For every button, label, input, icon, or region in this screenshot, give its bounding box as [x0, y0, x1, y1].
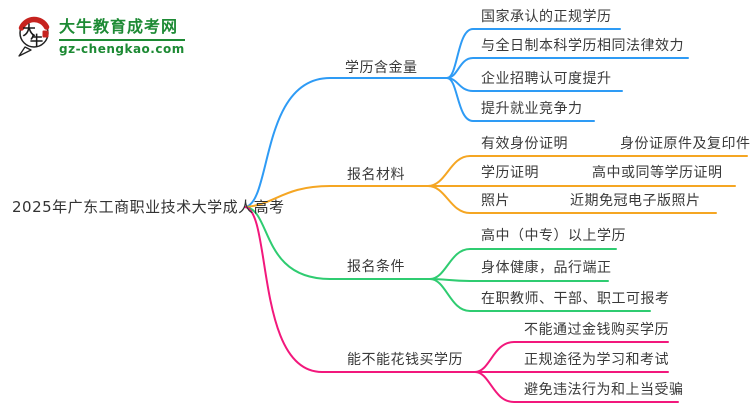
branch-4-child-2: 正规途径为学习和考试 — [524, 352, 669, 368]
branch-1-child-line-2 — [446, 57, 689, 79]
branch-2-child-line-3 — [427, 185, 717, 214]
branch-4-label: 能不能花钱买学历 — [347, 352, 463, 368]
branch-3-child-1: 高中（中专）以上学历 — [481, 228, 626, 244]
branch-3-child-3: 在职教师、干部、职工可报考 — [481, 291, 670, 307]
branch-1-label: 学历含金量 — [345, 60, 418, 76]
site-logo[interactable]: 大 牛 大牛教育成考网 gz-chengkao.com — [16, 10, 185, 58]
branch-1-child-3: 企业招聘认可度提升 — [481, 71, 612, 87]
branch-1-child-line-4 — [446, 77, 595, 122]
branch-2-child-3-detail: 近期免冠电子版照片 — [570, 193, 701, 209]
branch-1-main-line — [244, 77, 448, 208]
site-name: 大牛教育成考网 — [59, 13, 185, 41]
svg-text:牛: 牛 — [30, 33, 43, 49]
branch-3-child-2: 身体健康，品行端正 — [481, 260, 612, 276]
branch-2-child-2-detail: 高中或同等学历证明 — [592, 165, 723, 181]
logo-text: 大牛教育成考网 gz-chengkao.com — [59, 13, 185, 56]
branch-3-label: 报名条件 — [347, 259, 405, 275]
branch-2-child-1: 有效身份证明 — [481, 136, 568, 152]
branch-4-child-line-1 — [474, 341, 669, 373]
branch-4-main-line — [244, 206, 476, 373]
branch-1-child-1: 国家承认的正规学历 — [481, 9, 612, 25]
branch-2-child-3: 照片 — [481, 193, 510, 209]
branch-2-child-1-detail: 身份证原件及复印件 — [620, 136, 750, 152]
root-node: 2025年广东工商职业技术大学成人高考 — [12, 198, 285, 216]
branch-3-child-line-1 — [429, 248, 617, 280]
branch-3-child-line-2 — [429, 278, 609, 282]
branch-2-label: 报名材料 — [347, 167, 405, 183]
bull-mascot-icon: 大 牛 — [18, 16, 50, 57]
branch-1-child-4: 提升就业竞争力 — [481, 101, 583, 117]
branch-3-child-line-3 — [429, 278, 651, 312]
branch-2-child-2: 学历证明 — [481, 165, 539, 181]
branch-4-child-line-3 — [474, 371, 679, 403]
branch-4-child-1: 不能通过金钱购买学历 — [524, 322, 669, 338]
branch-2-main-line — [244, 185, 429, 208]
branch-3-main-line — [244, 206, 431, 280]
branch-2-child-line-1 — [427, 155, 748, 187]
site-domain: gz-chengkao.com — [59, 41, 185, 56]
branch-4-child-3: 避免违法行为和上当受骗 — [524, 382, 684, 398]
svg-text:大: 大 — [23, 23, 36, 39]
branch-1-child-2: 与全日制本科学历相同法律效力 — [481, 38, 684, 54]
